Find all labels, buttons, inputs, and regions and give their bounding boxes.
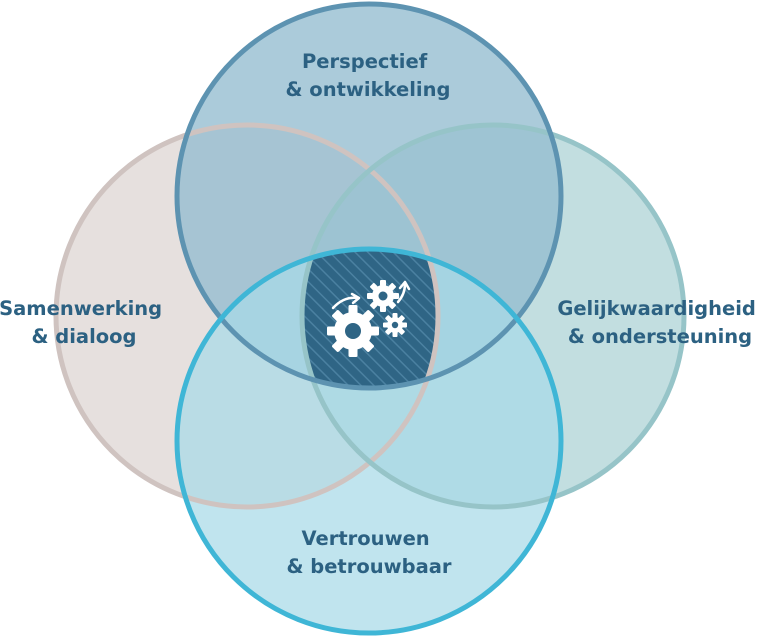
circle-bottom-outline [174, 246, 564, 636]
label-bottom: Vertrouwen & betrouwbaar [286, 527, 451, 578]
label-right: Gelijkwaardigheid & ondersteuning [557, 297, 762, 348]
arrow-left-icon [331, 296, 360, 310]
label-top-line2: & ontwikkeling [286, 78, 451, 101]
arrow-right-icon [396, 282, 407, 304]
circle-top-outline [174, 1, 564, 391]
circle-bottom [177, 249, 561, 633]
circle-left-outline [53, 122, 441, 510]
label-top: Perspectief & ontwikkeling [286, 50, 451, 101]
label-right-line1: Gelijkwaardigheid [557, 297, 756, 320]
label-left: Samenwerking & dialoog [0, 297, 169, 348]
label-right-line2: & ondersteuning [568, 325, 752, 348]
label-top-line1: Perspectief [302, 50, 428, 73]
label-bottom-line1: Vertrouwen [301, 527, 429, 550]
circle-right-outline [299, 122, 687, 510]
label-bottom-line2: & betrouwbaar [286, 555, 451, 578]
gears-icon [327, 280, 411, 357]
label-left-line2: & dialoog [31, 325, 136, 348]
label-left-line1: Samenwerking [0, 297, 162, 320]
